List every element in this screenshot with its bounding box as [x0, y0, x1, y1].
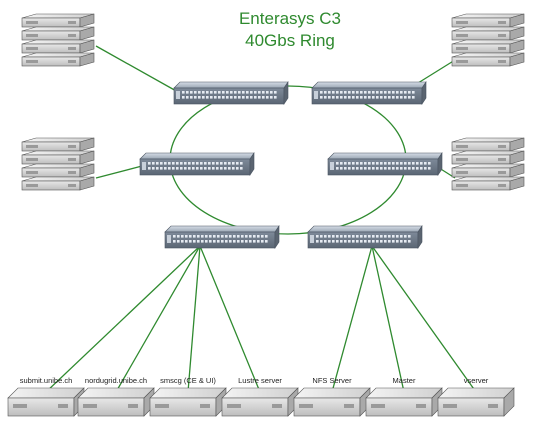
network-switch-icon [139, 152, 255, 176]
racks-layer [21, 13, 525, 191]
server-icon [437, 387, 515, 417]
server-icon [7, 387, 85, 417]
server-label: nordugrid.unibe.ch [84, 376, 148, 385]
diagram-title-line1: Enterasys C3 [238, 9, 342, 28]
network-switch-icon [307, 225, 423, 249]
network-switch-icon [311, 81, 427, 105]
network-switch-icon [327, 152, 443, 176]
server-link [331, 245, 373, 393]
server-label: vserver [463, 376, 489, 385]
server-rack-icon [21, 13, 95, 67]
server-rack-icon [451, 137, 525, 191]
rack-uplink-mid-left [95, 165, 143, 179]
server-icon [221, 387, 299, 417]
server-rack-icon [451, 13, 525, 67]
diagram-title-line2: 40Gbs Ring [245, 31, 335, 50]
server-link [199, 245, 261, 393]
server-rack-icon [21, 137, 95, 191]
server-label: NFS Server [312, 376, 352, 385]
server-label: smscg (CE & UI) [160, 376, 216, 385]
switches-layer [139, 81, 443, 249]
server-icon [293, 387, 371, 417]
server-label: submit.unibe.ch [19, 376, 73, 385]
server-icon [365, 387, 443, 417]
network-switch-icon [173, 81, 289, 105]
server-label: Lustre server [238, 376, 282, 385]
server-icon [77, 387, 155, 417]
servers-layer [7, 387, 515, 417]
server-link [371, 245, 405, 393]
server-icon [149, 387, 227, 417]
server-label: Master [392, 376, 416, 385]
server-link [115, 245, 201, 393]
network-switch-icon [164, 225, 280, 249]
server-link [187, 245, 201, 393]
rack-uplink-top-left [95, 45, 179, 93]
server-link [371, 245, 477, 393]
server-link [45, 245, 201, 393]
